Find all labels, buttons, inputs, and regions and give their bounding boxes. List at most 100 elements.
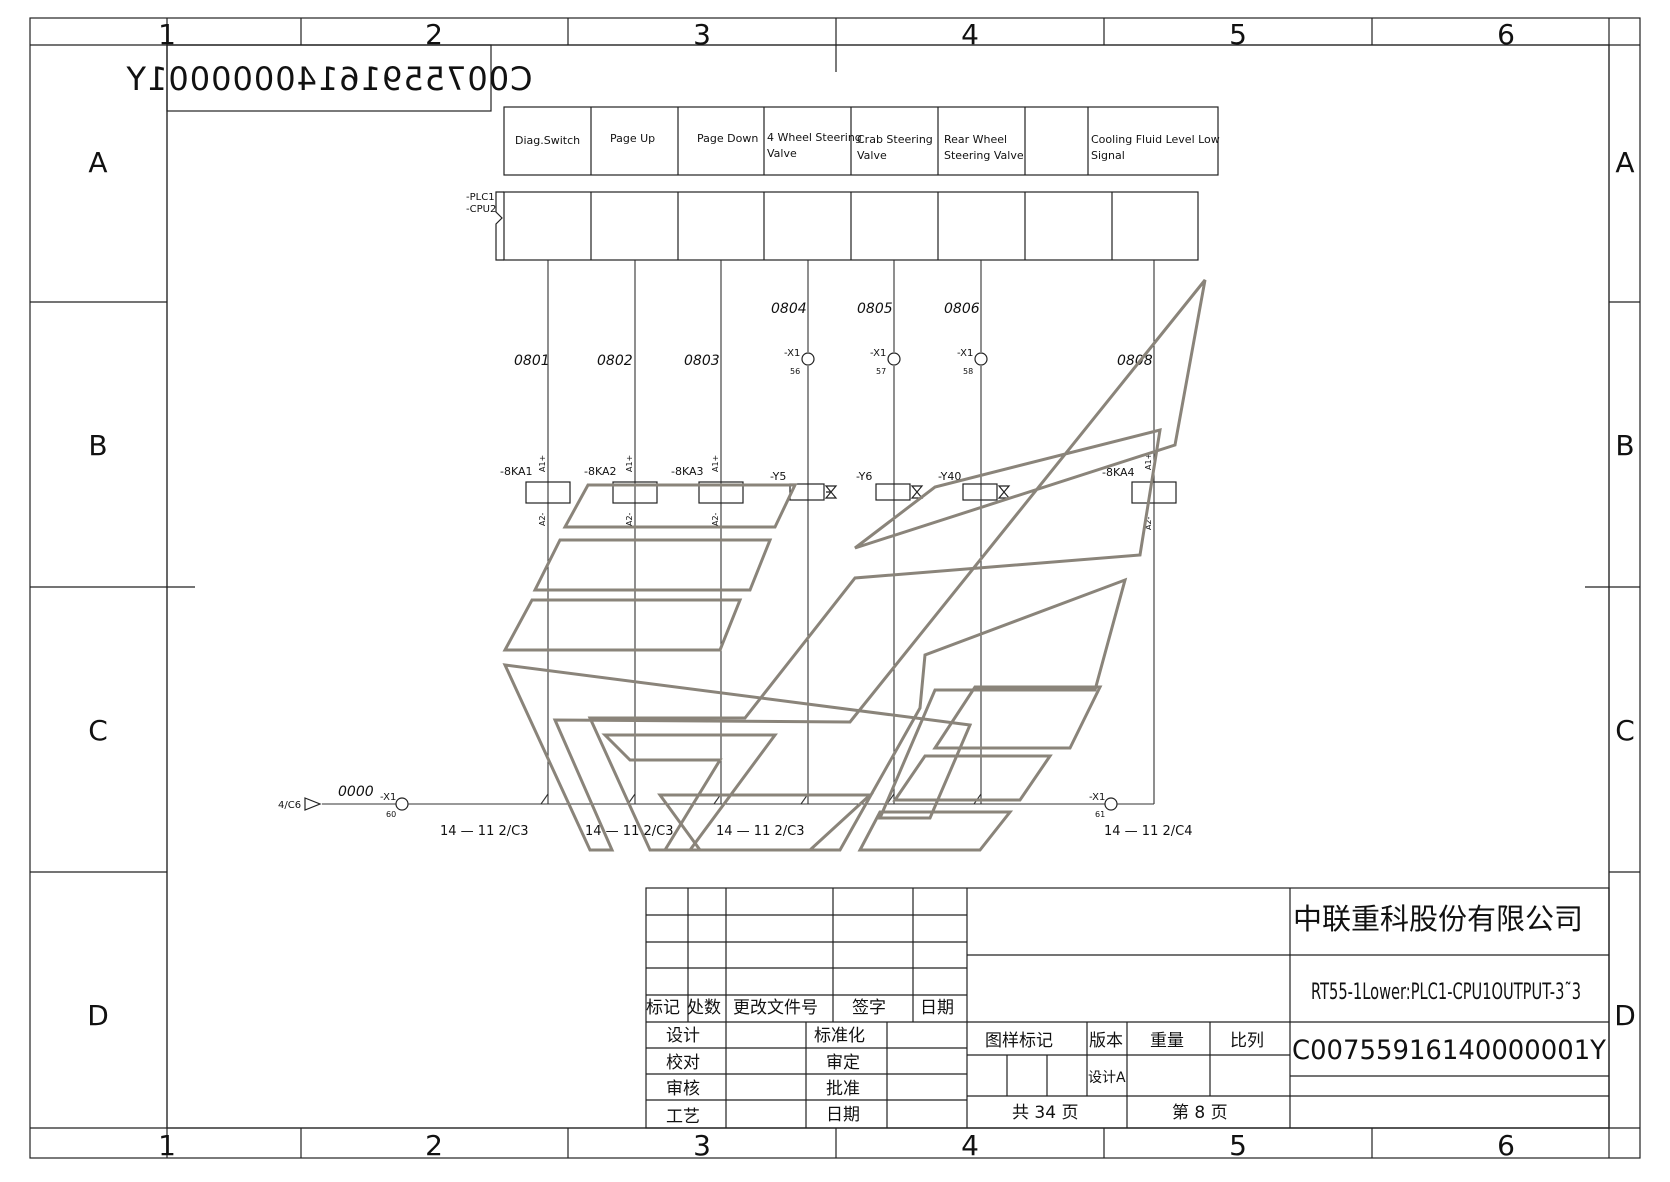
terminal-58-name: -X1 bbox=[957, 348, 973, 359]
role-approve-final: 审定 bbox=[826, 1053, 860, 1073]
cross-ref-4: 14 — 11 2/C4 bbox=[1104, 824, 1192, 839]
vertical-wires bbox=[547, 260, 1155, 804]
device-y5: -Y5 bbox=[770, 470, 786, 483]
cross-ref-3: 14 — 11 2/C3 bbox=[716, 824, 804, 839]
terminal-57-name: -X1 bbox=[870, 348, 886, 359]
role-process: 工艺 bbox=[666, 1107, 700, 1127]
bus-wire-0000: 0000 bbox=[338, 784, 374, 800]
cross-ref-1: 14 — 11 2/C3 bbox=[440, 824, 528, 839]
device-8ka3: -8KA3 bbox=[671, 465, 704, 478]
role-review: 审核 bbox=[666, 1079, 700, 1099]
header-4-wheel-steering-line-1: 4 Wheel Steering bbox=[767, 131, 862, 144]
zone-row-left-B: B bbox=[88, 429, 107, 462]
wire-number-0805: 0805 bbox=[857, 301, 893, 317]
coils bbox=[525, 481, 1177, 504]
plc-label-1: -PLC1 bbox=[466, 192, 495, 203]
company-logo-watermark bbox=[502, 279, 1207, 852]
pin-a1-8ka1: A1+ bbox=[538, 455, 547, 472]
rev-header-count: 处数 bbox=[687, 998, 721, 1018]
wire-number-0806: 0806 bbox=[944, 301, 980, 317]
zone-row-left-A: A bbox=[88, 146, 107, 179]
header-rear-wheel-line-1: Rear Wheel bbox=[944, 133, 1007, 146]
zone-col-bottom-6: 6 bbox=[1497, 1129, 1515, 1162]
pin-a1-8ka2: A1+ bbox=[625, 455, 634, 472]
rev-header-sign: 签字 bbox=[852, 998, 886, 1018]
wire-number-0803: 0803 bbox=[684, 353, 720, 369]
bus-terminal-left-name: -X1 bbox=[380, 792, 396, 803]
zone-row-left-C: C bbox=[88, 714, 108, 747]
role-date: 日期 bbox=[826, 1105, 860, 1125]
terminal-58-num: 58 bbox=[963, 367, 973, 376]
zone-column-dividers bbox=[300, 18, 1373, 1158]
zone-col-bottom-5: 5 bbox=[1229, 1129, 1247, 1162]
pin-a1-8ka3: A1+ bbox=[711, 455, 720, 472]
bus-source-ref: 4/C6 bbox=[278, 800, 301, 811]
meta-weight: 重量 bbox=[1150, 1031, 1184, 1051]
zone-row-dividers bbox=[30, 301, 1640, 873]
header-diag-switch: Diag.Switch bbox=[515, 134, 580, 147]
page-number: 第 8 页 bbox=[1172, 1103, 1228, 1123]
zone-row-right-C: C bbox=[1615, 714, 1635, 747]
device-8ka1: -8KA1 bbox=[500, 465, 533, 478]
terminal-56-name: -X1 bbox=[784, 348, 800, 359]
zone-col-top-5: 5 bbox=[1229, 18, 1247, 51]
header-rear-wheel-line-2: Steering Valve bbox=[944, 149, 1024, 162]
role-standardization: 标准化 bbox=[814, 1026, 865, 1046]
role-check: 校对 bbox=[666, 1053, 700, 1073]
company-name: 中联重科股份有限公司 bbox=[1293, 902, 1583, 936]
header-page-up: Page Up bbox=[610, 132, 655, 145]
plc-module bbox=[495, 191, 1199, 261]
inner-frame bbox=[166, 44, 1610, 1129]
wire-number-0802: 0802 bbox=[597, 353, 633, 369]
bus-terminal-left-num: 60 bbox=[386, 810, 396, 819]
pin-a2-8ka2: A2- bbox=[625, 512, 634, 526]
device-8ka4: -8KA4 bbox=[1102, 466, 1135, 479]
cross-ref-2: 14 — 11 2/C3 bbox=[585, 824, 673, 839]
drawing-number: C00755916140000001Y bbox=[1292, 1035, 1606, 1066]
bus-terminal-right-name: -X1 bbox=[1089, 792, 1105, 803]
role-approve: 批准 bbox=[826, 1079, 860, 1099]
terminal-56-num: 56 bbox=[790, 367, 800, 376]
bottom-bus bbox=[304, 793, 1154, 811]
header-crab-steering-line-2: Valve bbox=[857, 149, 887, 162]
device-8ka2: -8KA2 bbox=[584, 465, 617, 478]
device-y6: -Y6 bbox=[856, 470, 872, 483]
version-value: 设计A bbox=[1088, 1070, 1126, 1086]
rev-header-date: 日期 bbox=[920, 998, 954, 1018]
bus-terminal-right-num: 61 bbox=[1095, 810, 1105, 819]
header-4-wheel-steering-line-2: Valve bbox=[767, 147, 797, 160]
pin-a2-8ka3: A2- bbox=[711, 512, 720, 526]
outer-frame bbox=[29, 17, 1641, 1159]
pin-a2-8ka1: A2- bbox=[538, 512, 547, 526]
wire-number-0804: 0804 bbox=[771, 301, 807, 317]
meta-drawing-mark: 图样标记 bbox=[985, 1031, 1053, 1051]
total-pages: 共 34 页 bbox=[1012, 1103, 1078, 1123]
zone-row-right-B: B bbox=[1615, 429, 1634, 462]
zone-col-top-3: 3 bbox=[693, 18, 711, 51]
zone-row-right-D: D bbox=[1614, 999, 1636, 1032]
drawing-title: RT55-1Lower:PLC1-CPU1OUTPUT-3˜3 bbox=[1311, 980, 1581, 1005]
column-header-row bbox=[503, 106, 1219, 176]
header-cooling-fluid-line-1: Cooling Fluid Level Low bbox=[1091, 133, 1220, 146]
zone-row-right-A: A bbox=[1615, 146, 1634, 179]
plc-label-2: -CPU2 bbox=[466, 204, 496, 215]
zone-col-bottom-2: 2 bbox=[425, 1129, 443, 1162]
pin-a1-8ka4: A1+ bbox=[1144, 453, 1153, 470]
header-cooling-fluid-line-2: Signal bbox=[1091, 149, 1125, 162]
meta-version: 版本 bbox=[1089, 1031, 1123, 1051]
terminals bbox=[801, 352, 988, 366]
zone-col-top-4: 4 bbox=[961, 18, 979, 51]
zone-col-top-1: 1 bbox=[158, 18, 176, 51]
wire-number-0801: 0801 bbox=[514, 353, 550, 369]
mirrored-drawing-id: C00755916140000001Y bbox=[126, 60, 533, 98]
rev-header-mark: 标记 bbox=[646, 998, 680, 1018]
terminal-57-num: 57 bbox=[876, 367, 886, 376]
role-design: 设计 bbox=[666, 1026, 700, 1046]
header-page-down: Page Down bbox=[697, 132, 758, 145]
mirrored-id-box bbox=[166, 44, 492, 112]
